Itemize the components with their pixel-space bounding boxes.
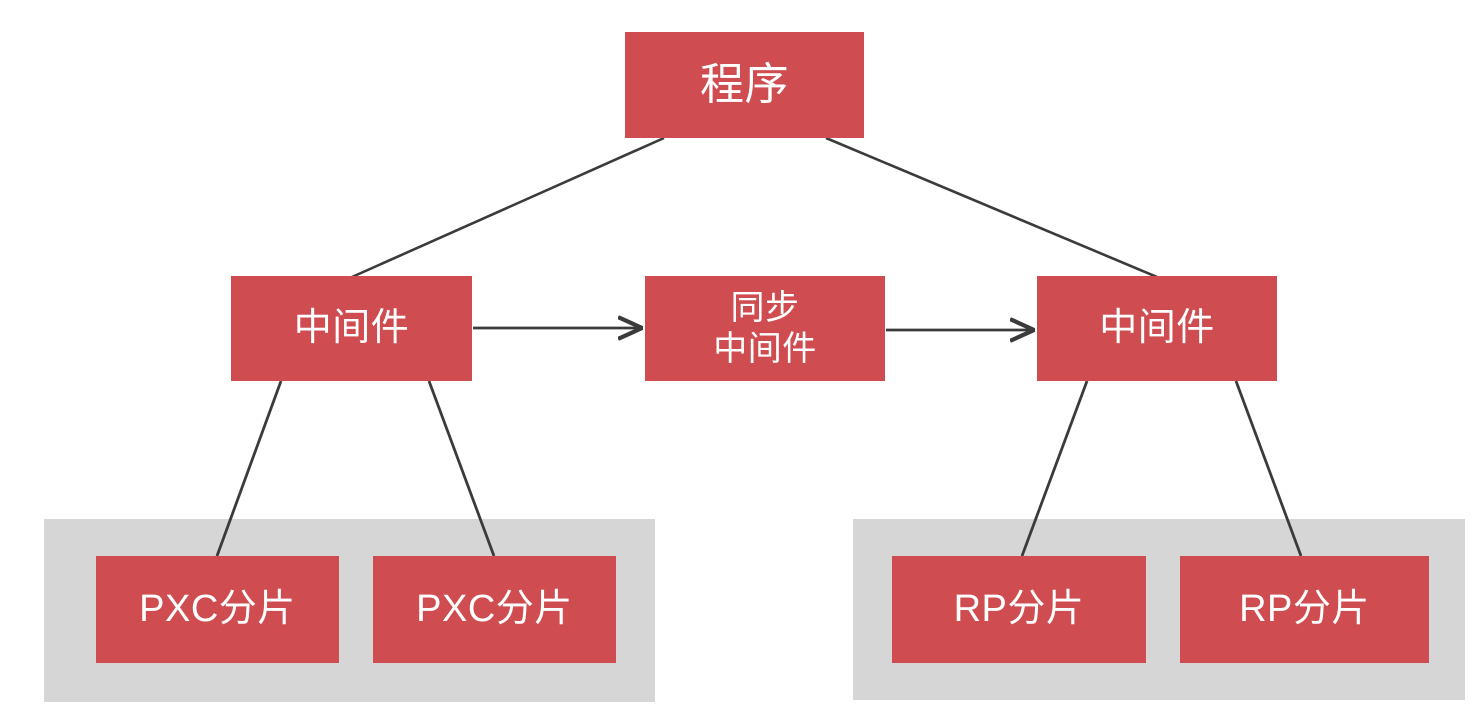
connector-program-to-middleware-right [825,136,1158,279]
node-middleware-right[interactable]: 中间件 [1037,276,1277,381]
node-rp-shard-2-label: RP分片 [1239,588,1370,631]
node-pxc-shard-2-label: PXC分片 [416,588,573,631]
node-rp-shard-1[interactable]: RP分片 [892,556,1146,663]
node-middleware-right-label: 中间件 [1099,307,1215,350]
node-middleware-left-label: 中间件 [293,307,410,350]
node-pxc-shard-1[interactable]: PXC分片 [96,556,339,663]
node-middleware-left[interactable]: 中间件 [231,276,472,381]
node-pxc-shard-2[interactable]: PXC分片 [373,556,616,663]
node-sync-middleware[interactable]: 同步 中间件 [645,276,885,381]
node-rp-shard-2[interactable]: RP分片 [1180,556,1429,663]
node-rp-shard-1-label: RP分片 [953,588,1085,631]
node-program-label: 程序 [700,60,789,110]
node-sync-middleware-label: 同步 中间件 [713,289,817,368]
node-pxc-shard-1-label: PXC分片 [139,588,296,631]
node-program[interactable]: 程序 [625,32,864,138]
connector-program-to-middleware-left [351,136,665,279]
